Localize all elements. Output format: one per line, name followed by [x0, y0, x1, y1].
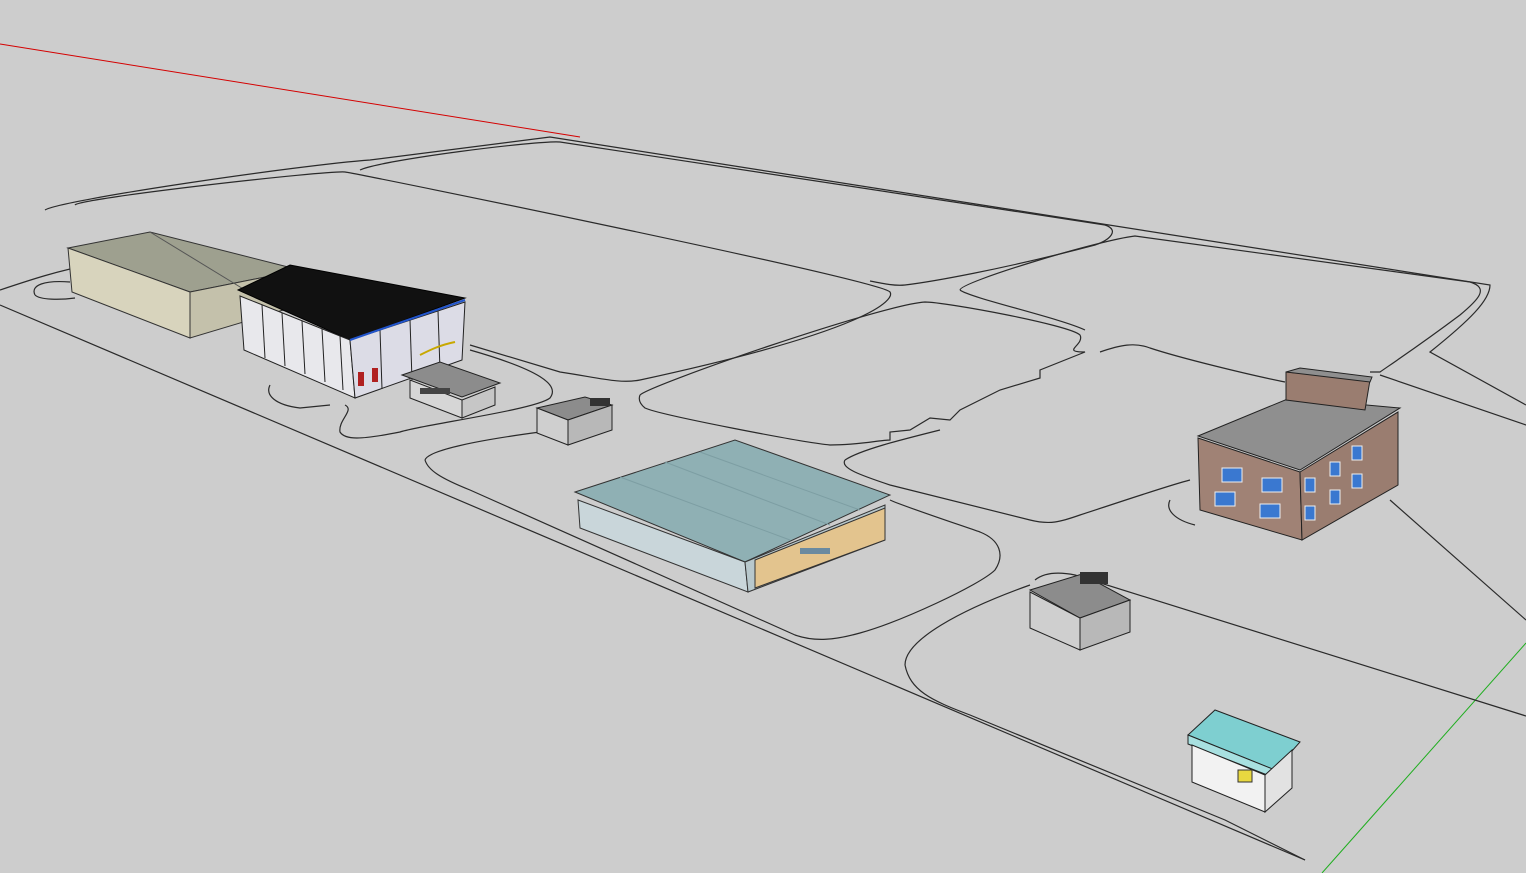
utility-shed[interactable]: [1028, 572, 1132, 651]
red-axis: [0, 43, 581, 138]
small-office-block[interactable]: [400, 361, 502, 419]
black-roof-factory[interactable]: [236, 264, 467, 399]
equipment-shed[interactable]: [535, 396, 614, 446]
blue-roof-hall[interactable]: [573, 439, 892, 593]
block-2: [359, 141, 1113, 286]
block-3: [959, 235, 1481, 373]
block-6: [1034, 572, 1526, 717]
block-1: [74, 171, 892, 382]
block-5: [424, 459, 1001, 640]
green-axis: [1321, 642, 1526, 873]
road-edge-lower: [0, 304, 1306, 861]
road-edge-upper: [44, 136, 1526, 406]
guard-house[interactable]: [1187, 709, 1301, 814]
two-story-office[interactable]: [1196, 367, 1402, 541]
block-4: [638, 301, 1086, 446]
road-network: [0, 136, 1526, 861]
